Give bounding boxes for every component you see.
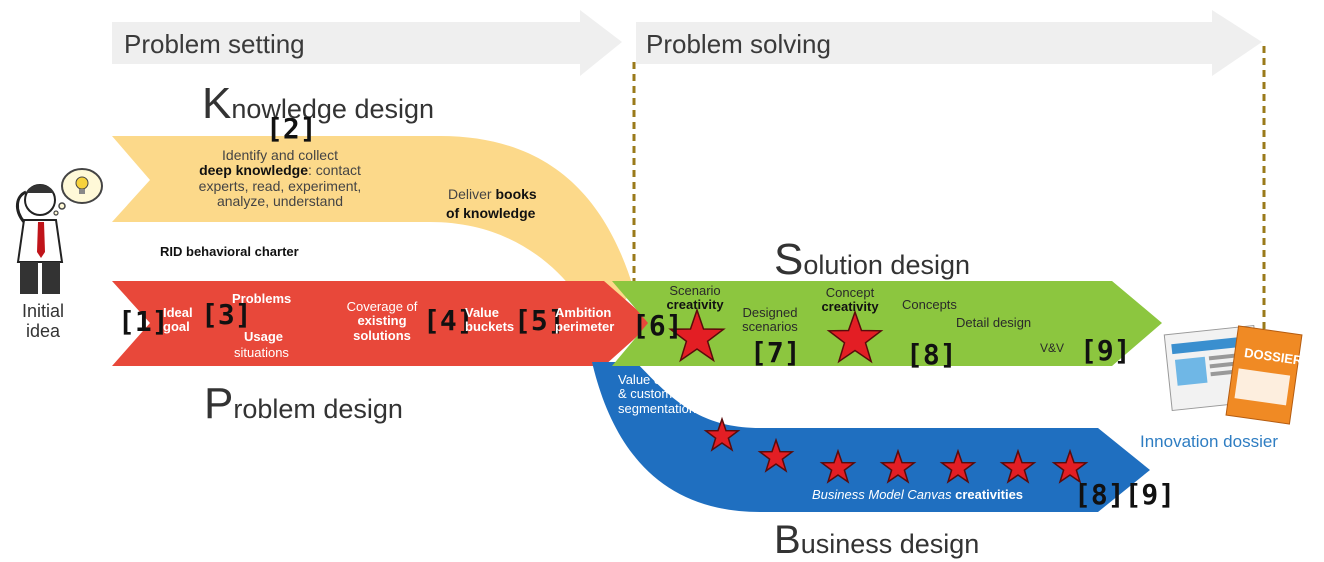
star-icon — [879, 448, 917, 484]
step-number-8: [8] — [906, 338, 957, 371]
knowledge-description: Identify and collect deep knowledge: con… — [198, 147, 362, 210]
concepts-text: Concepts — [902, 297, 957, 312]
of-knowledge-text: of knowledge — [446, 205, 536, 221]
problem-setting-label: Problem setting — [124, 29, 305, 59]
initial-idea-label: Initial idea — [21, 301, 65, 341]
step-number-4: [4] — [423, 304, 474, 337]
step-number-3: [3] — [201, 298, 252, 331]
problem-band — [112, 281, 652, 366]
step-number-9: [9] — [1080, 334, 1131, 367]
problem-setting-arrow — [112, 10, 622, 76]
star-icon — [939, 448, 977, 484]
star-icon — [668, 307, 726, 363]
business-model-canvas-text: Business Model Canvas creativities — [812, 487, 1024, 502]
solution-design-title: Solution design — [774, 235, 970, 284]
star-icon — [826, 309, 884, 364]
solution-band — [612, 281, 1162, 366]
step-number-7: [7] — [750, 336, 801, 369]
innovation-dossier-label: Innovation dossier — [1140, 432, 1278, 451]
rid-behavioral-charter: RID behavioral charter — [160, 244, 299, 259]
star-icon — [999, 448, 1037, 484]
knowledge-band — [112, 136, 634, 330]
problem-solving-label: Problem solving — [646, 29, 831, 59]
dossier-icon — [1163, 324, 1303, 425]
step-number-2: [2] — [266, 112, 317, 145]
star-icon — [757, 437, 795, 473]
value-offer-text: Value offer & customer segmentation — [618, 372, 697, 416]
problem-design-title: Problem design — [204, 379, 403, 428]
deliver-books-text: Deliver books — [448, 186, 537, 202]
usage-text: Usage — [244, 329, 284, 344]
coverage-text: Coverage of existing solutions — [346, 299, 418, 343]
star-icon — [703, 416, 741, 452]
knowledge-design-title: Knowledge design — [202, 79, 435, 128]
step-number-5: [5] — [514, 304, 565, 337]
thinking-person-icon — [16, 168, 103, 294]
step-number-6: [6] — [632, 309, 683, 342]
star-icon — [819, 448, 857, 484]
detail-design-text: Detail design — [956, 315, 1032, 330]
problem-solving-arrow — [636, 10, 1262, 76]
business-design-title: Business design — [774, 518, 980, 562]
step-number-1: [1] — [118, 305, 169, 338]
star-icon — [1051, 448, 1089, 484]
situations-text: situations — [234, 345, 289, 360]
vv-text: V&V — [1040, 341, 1065, 355]
step-number-8-9: [8][9] — [1074, 478, 1176, 511]
problems-text: Problems — [232, 291, 292, 306]
